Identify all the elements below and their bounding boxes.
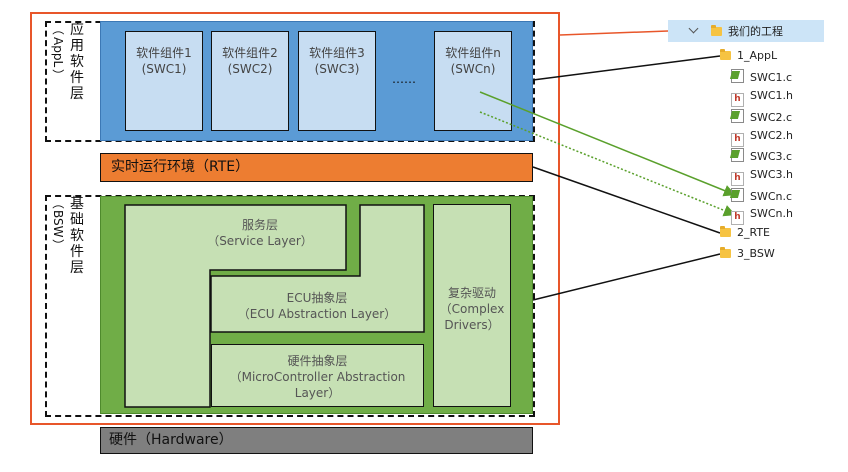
cdd-sub2-text: Drivers）: [444, 318, 500, 332]
tree-file[interactable]: SWC3.c: [731, 148, 792, 164]
swc-code: (SWC2): [227, 62, 273, 76]
appl-label: 应 用 软 件 层: [70, 22, 84, 102]
tree-file[interactable]: SWCn.c: [731, 188, 792, 204]
chevron-down-icon[interactable]: [688, 23, 699, 34]
swc-title: 软件组件2: [222, 46, 278, 60]
folder-icon: [720, 247, 731, 258]
c-file-icon: [731, 69, 744, 83]
ecu-abstraction-shape: [210, 204, 425, 333]
mcal-sub2-text: Layer）: [294, 386, 341, 400]
folder-icon: [711, 25, 722, 36]
tree-root-selected[interactable]: [668, 20, 824, 42]
folder-icon: [720, 49, 731, 60]
h-file-icon: h: [731, 133, 744, 147]
c-file-icon: [731, 148, 744, 162]
h-file-icon: h: [731, 172, 744, 186]
cdd-sub1-text: （Complex: [439, 302, 505, 316]
c-file-icon: [731, 188, 744, 202]
ecu-sub-text: （ECU Abstraction Layer）: [237, 307, 397, 321]
bsw-label-paren: （ BSW ）: [51, 196, 65, 251]
bsw-to-folder-line: [532, 253, 721, 301]
c-file-icon: [731, 109, 744, 123]
tree-folder-appl[interactable]: 1_AppL: [720, 49, 777, 63]
mcal-sub1-text: （MicroController Abstraction: [229, 370, 406, 384]
ecu-abstraction-text: ECU抽象层 （ECU Abstraction Layer）: [212, 290, 422, 322]
hardware-layer: 硬件（Hardware）: [100, 427, 533, 454]
cdd-title-text: 复杂驱动: [447, 286, 496, 300]
swc-ellipsis: ……: [392, 72, 416, 86]
h-file-icon: h: [731, 211, 744, 225]
swc-box-n: 软件组件n (SWCn): [434, 31, 512, 131]
swc-title: 软件组件1: [136, 46, 192, 60]
swc-box-2: 软件组件2 (SWC2): [211, 31, 289, 131]
swc-code: (SWC3): [314, 62, 360, 76]
mcal-title-text: 硬件抽象层: [287, 354, 348, 368]
swc-title: 软件组件3: [309, 46, 365, 60]
service-layer-title: 服务层 （Service Layer）: [200, 217, 320, 249]
rte-to-folder-line: [532, 166, 721, 234]
swc-box-3: 软件组件3 (SWC3): [298, 31, 376, 131]
mcal-layer: 硬件抽象层 （MicroController Abstraction Layer…: [211, 344, 424, 407]
service-sub-text: （Service Layer）: [207, 234, 313, 248]
service-layer-shape: [124, 204, 347, 408]
service-title-text: 服务层: [241, 218, 278, 232]
appl-label-paren: （ AppL ）: [51, 22, 65, 81]
rte-layer: 实时运行环境（RTE）: [100, 153, 533, 182]
swcn-to-h-arrow: [479, 111, 736, 217]
swc-title: 软件组件n: [445, 46, 501, 60]
appl-to-folder-line: [532, 55, 721, 81]
folder-icon: [720, 226, 731, 237]
tree-root[interactable]: 我们的工程: [688, 23, 783, 39]
swcn-to-c-arrow: [479, 91, 736, 197]
swc-code: (SWCn): [450, 62, 496, 76]
tree-file[interactable]: SWC2.c: [731, 109, 792, 125]
tree-file[interactable]: SWC1.c: [731, 69, 792, 85]
autosar-outer-frame: [30, 12, 560, 425]
swc-box-1: 软件组件1 (SWC1): [125, 31, 203, 131]
frame-to-root-line: [559, 30, 669, 36]
tree-folder-bsw[interactable]: 3_BSW: [720, 247, 775, 261]
swc-code: (SWC1): [141, 62, 187, 76]
complex-drivers: 复杂驱动 （Complex Drivers）: [433, 204, 511, 407]
ecu-title-text: ECU抽象层: [286, 291, 348, 305]
h-file-icon: h: [731, 93, 744, 107]
bsw-label: 基 础 软 件 层: [70, 196, 84, 276]
tree-folder-rte[interactable]: 2_RTE: [720, 226, 770, 240]
